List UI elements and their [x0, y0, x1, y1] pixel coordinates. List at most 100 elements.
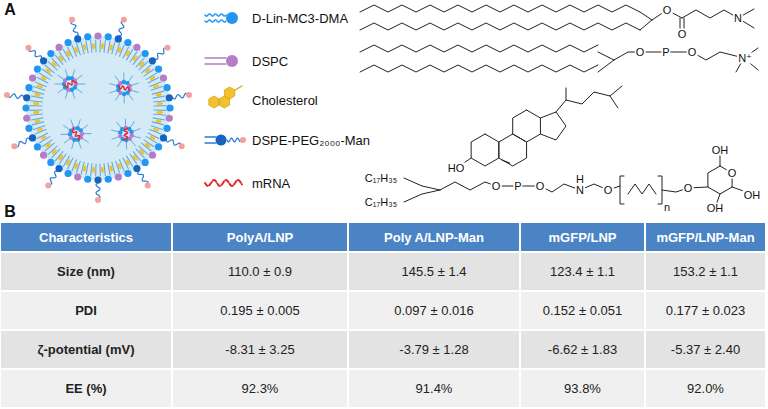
lipid-tail: [30, 109, 42, 111]
lipid-tail: [99, 40, 101, 52]
lipid-tail: [72, 160, 77, 171]
lipid-tail: [71, 120, 73, 127]
lipid-head: [64, 170, 71, 177]
lipid-head: [74, 173, 81, 180]
cholesterol: [101, 43, 105, 50]
lipid-head: [115, 35, 122, 42]
cholesterol: [33, 111, 40, 115]
cholesterol: [92, 43, 96, 50]
table-cell: 92.0%: [645, 369, 766, 408]
legend-text: Cholesterol: [252, 94, 318, 107]
lipid-tail: [205, 20, 226, 22]
bond: [614, 52, 744, 60]
lipid-head: [155, 143, 162, 150]
lnp-core: [26, 36, 170, 180]
atom-label: C₁₇H₃₅: [364, 197, 398, 208]
legend-text: mRNA: [252, 177, 290, 190]
cell-text: 145.5 ± 1.4: [402, 264, 467, 279]
lipid-tail: [125, 119, 126, 126]
peg-chain: [71, 21, 78, 36]
lipid-head: [133, 165, 140, 172]
atom-label: OH: [711, 145, 730, 156]
lipid-head: [149, 57, 156, 64]
lipid-tail: [154, 105, 166, 107]
lipid-tail: [78, 84, 85, 85]
cell-text: Characteristics: [39, 230, 133, 245]
cell-text: 92.3%: [242, 381, 279, 396]
atom-label: O: [535, 181, 546, 192]
mrna-strand: [124, 128, 128, 140]
lipid-head: [47, 50, 54, 57]
lipid-tail: [64, 126, 70, 130]
dspc-icon: [226, 55, 238, 67]
cell-text: PDI: [75, 303, 97, 318]
mannose-ligand: [179, 143, 185, 149]
mannose-ligand: [69, 17, 75, 23]
cholesterol-icon: [209, 87, 235, 108]
bracket: [658, 176, 662, 204]
lipid-head: [166, 104, 173, 111]
lipid-tail: [108, 163, 110, 175]
cell-text: EE (%): [65, 381, 106, 396]
panel-letter: A: [4, 2, 16, 18]
bond: [598, 60, 614, 72]
cholesterol: [101, 167, 105, 174]
table-cell: -3.79 ± 1.28: [348, 330, 520, 369]
peg-unit: [628, 184, 656, 194]
lipid-tail: [205, 57, 226, 58]
table-cell: Poly A/LNP-Man: [348, 222, 520, 252]
table-cell: Size (nm): [0, 252, 172, 291]
lipid-tail: [64, 139, 70, 143]
table-cell: -8.31 ± 3.25: [172, 330, 348, 369]
table-cell: mGFP/LNP: [520, 222, 645, 252]
lipid-tail: [130, 122, 134, 128]
side-chain: [556, 86, 622, 112]
cholesterol: [157, 111, 164, 115]
cell-text: ζ-potential (mV): [38, 342, 135, 357]
atom-label: HO: [447, 163, 466, 174]
cell-text: -5.37 ± 2.40: [671, 342, 740, 357]
cell-text: 93.8%: [564, 381, 601, 396]
lipid-tail: [77, 43, 81, 54]
lipid-head: [47, 159, 54, 166]
cholesterol: [92, 167, 96, 174]
bracket: [620, 176, 624, 204]
lipid-head: [55, 165, 62, 172]
lipid-tail: [112, 42, 115, 54]
steroid-ring: [513, 110, 541, 142]
lipid-head: [155, 65, 162, 72]
lipid-tail: [33, 126, 44, 130]
table-cell: Characteristics: [0, 222, 172, 252]
lipid-tail: [205, 14, 226, 16]
lipid-head: [84, 33, 91, 40]
cell-text: 91.4%: [416, 381, 453, 396]
lipid-tail: [35, 82, 46, 87]
table-cell: 153.2 ± 1.1: [645, 252, 766, 291]
peg-chain: [8, 94, 24, 99]
lipid-tail: [153, 96, 165, 98]
lipid-tail: [124, 96, 125, 103]
lipid-head: [23, 94, 30, 101]
lipid-head: [105, 176, 112, 183]
cell-text: 123.4 ± 1.1: [550, 264, 615, 279]
atom-label: O: [687, 47, 698, 58]
peg-chain: [119, 21, 124, 36]
lipid-tail: [78, 120, 80, 127]
table-cell: 0.195 ± 0.005: [172, 291, 348, 330]
lipid-tail: [79, 142, 81, 149]
lipid-tail: [129, 94, 133, 100]
lipid-tail: [58, 89, 64, 93]
lipid-head: [163, 84, 170, 91]
lipid-tail: [31, 118, 43, 120]
lipid-tail: [76, 75, 82, 79]
steroid-ring: [499, 134, 527, 166]
lipid-tail: [154, 109, 166, 111]
lipid-tail: [82, 125, 88, 129]
cell-text: -8.31 ± 3.25: [225, 342, 294, 357]
lipid-head: [142, 159, 149, 166]
lipid-head: [166, 94, 173, 101]
peg-chain: [29, 48, 41, 58]
atom-label: N: [575, 185, 585, 196]
lipid-head: [84, 176, 91, 183]
